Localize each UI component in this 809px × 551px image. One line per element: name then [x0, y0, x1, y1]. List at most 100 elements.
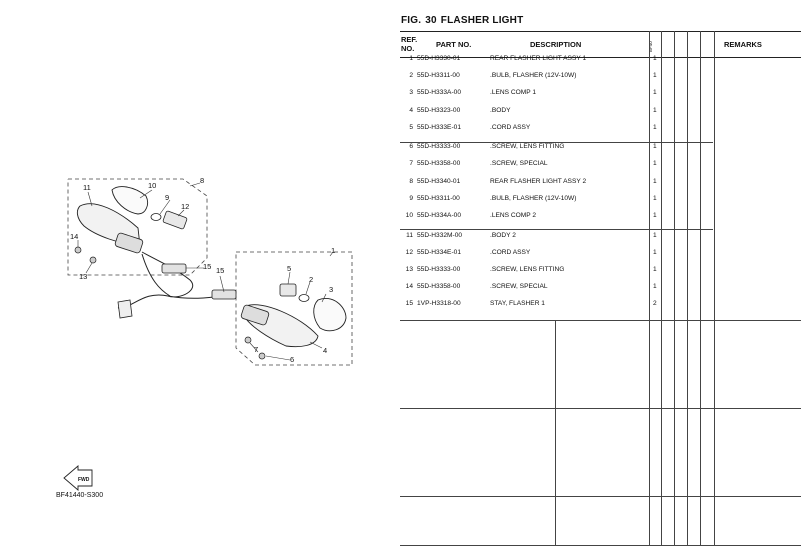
- part-no-cell: 55D-H333E-01: [417, 124, 461, 131]
- part-no-cell: 55D-H3340-01: [417, 178, 461, 185]
- image-code: BF41440-S300: [56, 492, 103, 499]
- group-separator-3: [400, 320, 801, 321]
- qty-cell: 1: [653, 249, 657, 256]
- ref-cell: 5: [409, 124, 413, 131]
- description-cell: REAR FLASHER LIGHT ASSY 2: [490, 178, 587, 185]
- assembly-8-outline: [67, 178, 208, 276]
- callout-2: 2: [309, 275, 313, 284]
- callout-14: 14: [70, 232, 78, 241]
- description-cell: .LENS COMP 1: [490, 89, 537, 96]
- qty-cell: 1: [653, 124, 657, 131]
- leader-lines: [77, 182, 334, 361]
- callout-15a: 15: [203, 262, 211, 271]
- ref-cell: 10: [405, 212, 413, 219]
- qty-cell: 1: [653, 283, 657, 290]
- part-no-cell: 1VP-H3318-00: [417, 300, 461, 307]
- callout-3: 3: [329, 285, 333, 294]
- description-cell: .SCREW, SPECIAL: [490, 160, 548, 167]
- description-cell: REAR FLASHER LIGHT ASSY 1: [490, 55, 587, 62]
- group-separator-2: [400, 229, 713, 230]
- group-separator-4: [400, 408, 801, 409]
- qty-cell: 1: [653, 232, 657, 239]
- callout-6: 6: [290, 355, 294, 364]
- part-no-cell: 55D-H3323-00: [417, 107, 461, 114]
- qty-cell: 1: [653, 89, 657, 96]
- fwd-label: FWD: [78, 477, 90, 483]
- callout-1: 1: [331, 246, 335, 255]
- col-line-desc-lower: [555, 320, 556, 546]
- description-cell: .SCREW, LENS FITTING: [490, 143, 565, 150]
- callout-9: 9: [165, 193, 169, 202]
- ref-cell: 8: [409, 178, 413, 185]
- bulb-9: [150, 213, 162, 221]
- assembly-1-outline: [235, 251, 353, 366]
- qty-cell: 1: [653, 107, 657, 114]
- description-cell: .SCREW, SPECIAL: [490, 283, 548, 290]
- parts-table: REF.NO. PART NO. DESCRIPTION BF40 REMARK…: [400, 31, 801, 58]
- qty-cell: 1: [653, 143, 657, 150]
- callout-15b: 15: [216, 266, 224, 275]
- col-line-1: [661, 31, 662, 546]
- lens-comp-10: [111, 186, 149, 215]
- callout-7: 7: [254, 345, 258, 354]
- ref-cell: 9: [409, 195, 413, 202]
- screw-6: [258, 352, 266, 360]
- screw-14: [74, 246, 82, 254]
- part-no-cell: 55D-H334E-01: [417, 249, 461, 256]
- wiring-connector: [117, 299, 133, 319]
- description-cell: STAY, FLASHER 1: [490, 300, 545, 307]
- ref-cell: 2: [409, 72, 413, 79]
- callout-4: 4: [323, 346, 327, 355]
- part-no-cell: 55D-H333A-00: [417, 89, 461, 96]
- stay-flasher-15-lower: [211, 289, 237, 300]
- part-no-cell: 55D-H334A-00: [417, 212, 461, 219]
- cord-assy-12: [162, 210, 188, 230]
- cord-assy-5: [279, 283, 297, 297]
- callout-11: 11: [83, 183, 91, 192]
- ref-cell: 3: [409, 89, 413, 96]
- ref-cell: 4: [409, 107, 413, 114]
- part-no-cell: 55D-H3330-01: [417, 55, 461, 62]
- qty-cell: 1: [653, 55, 657, 62]
- ref-cell: 14: [405, 283, 413, 290]
- description-cell: .BULB, FLASHER (12V-10W): [490, 195, 577, 202]
- description-cell: .SCREW, LENS FITTING: [490, 266, 565, 273]
- description-cell: .LENS COMP 2: [490, 212, 537, 219]
- description-cell: .BULB, FLASHER (12V-10W): [490, 72, 577, 79]
- group-separator-1: [400, 142, 713, 143]
- table-row: 3 55D-H333A-00 .LENS COMP 1 1: [400, 85, 801, 102]
- table-row: 5 55D-H333E-01 .CORD ASSY 1: [400, 120, 801, 137]
- ref-cell: 11: [406, 232, 413, 239]
- ref-cell: 7: [409, 160, 413, 167]
- screw-13: [89, 256, 97, 264]
- header-remarks: REMARKS: [724, 40, 762, 49]
- socket-lower: [240, 304, 270, 326]
- table-header: REF.NO. PART NO. DESCRIPTION BF40 REMARK…: [400, 31, 801, 58]
- wiring-harness: [117, 251, 223, 309]
- part-no-cell: 55D-H3333-00: [417, 143, 461, 150]
- header-part-no: PART NO.: [436, 40, 472, 49]
- part-no-cell: 55D-H3358-00: [417, 283, 461, 290]
- part-no-cell: 55D-H3333-00: [417, 266, 461, 273]
- table-bottom: [400, 545, 801, 546]
- ref-cell: 15: [405, 300, 413, 307]
- description-cell: .CORD ASSY: [490, 124, 531, 131]
- callout-12: 12: [181, 202, 189, 211]
- fwd-arrow-icon: FWD: [63, 465, 93, 491]
- figure-prefix: FIG.: [401, 15, 422, 26]
- table-row: 14 55D-H3358-00 .SCREW, SPECIAL 1: [400, 279, 801, 296]
- ref-cell: 6: [409, 143, 413, 150]
- group-separator-5: [400, 496, 801, 497]
- qty-cell: 1: [653, 160, 657, 167]
- col-line-4: [700, 31, 701, 546]
- col-line-2: [674, 31, 675, 546]
